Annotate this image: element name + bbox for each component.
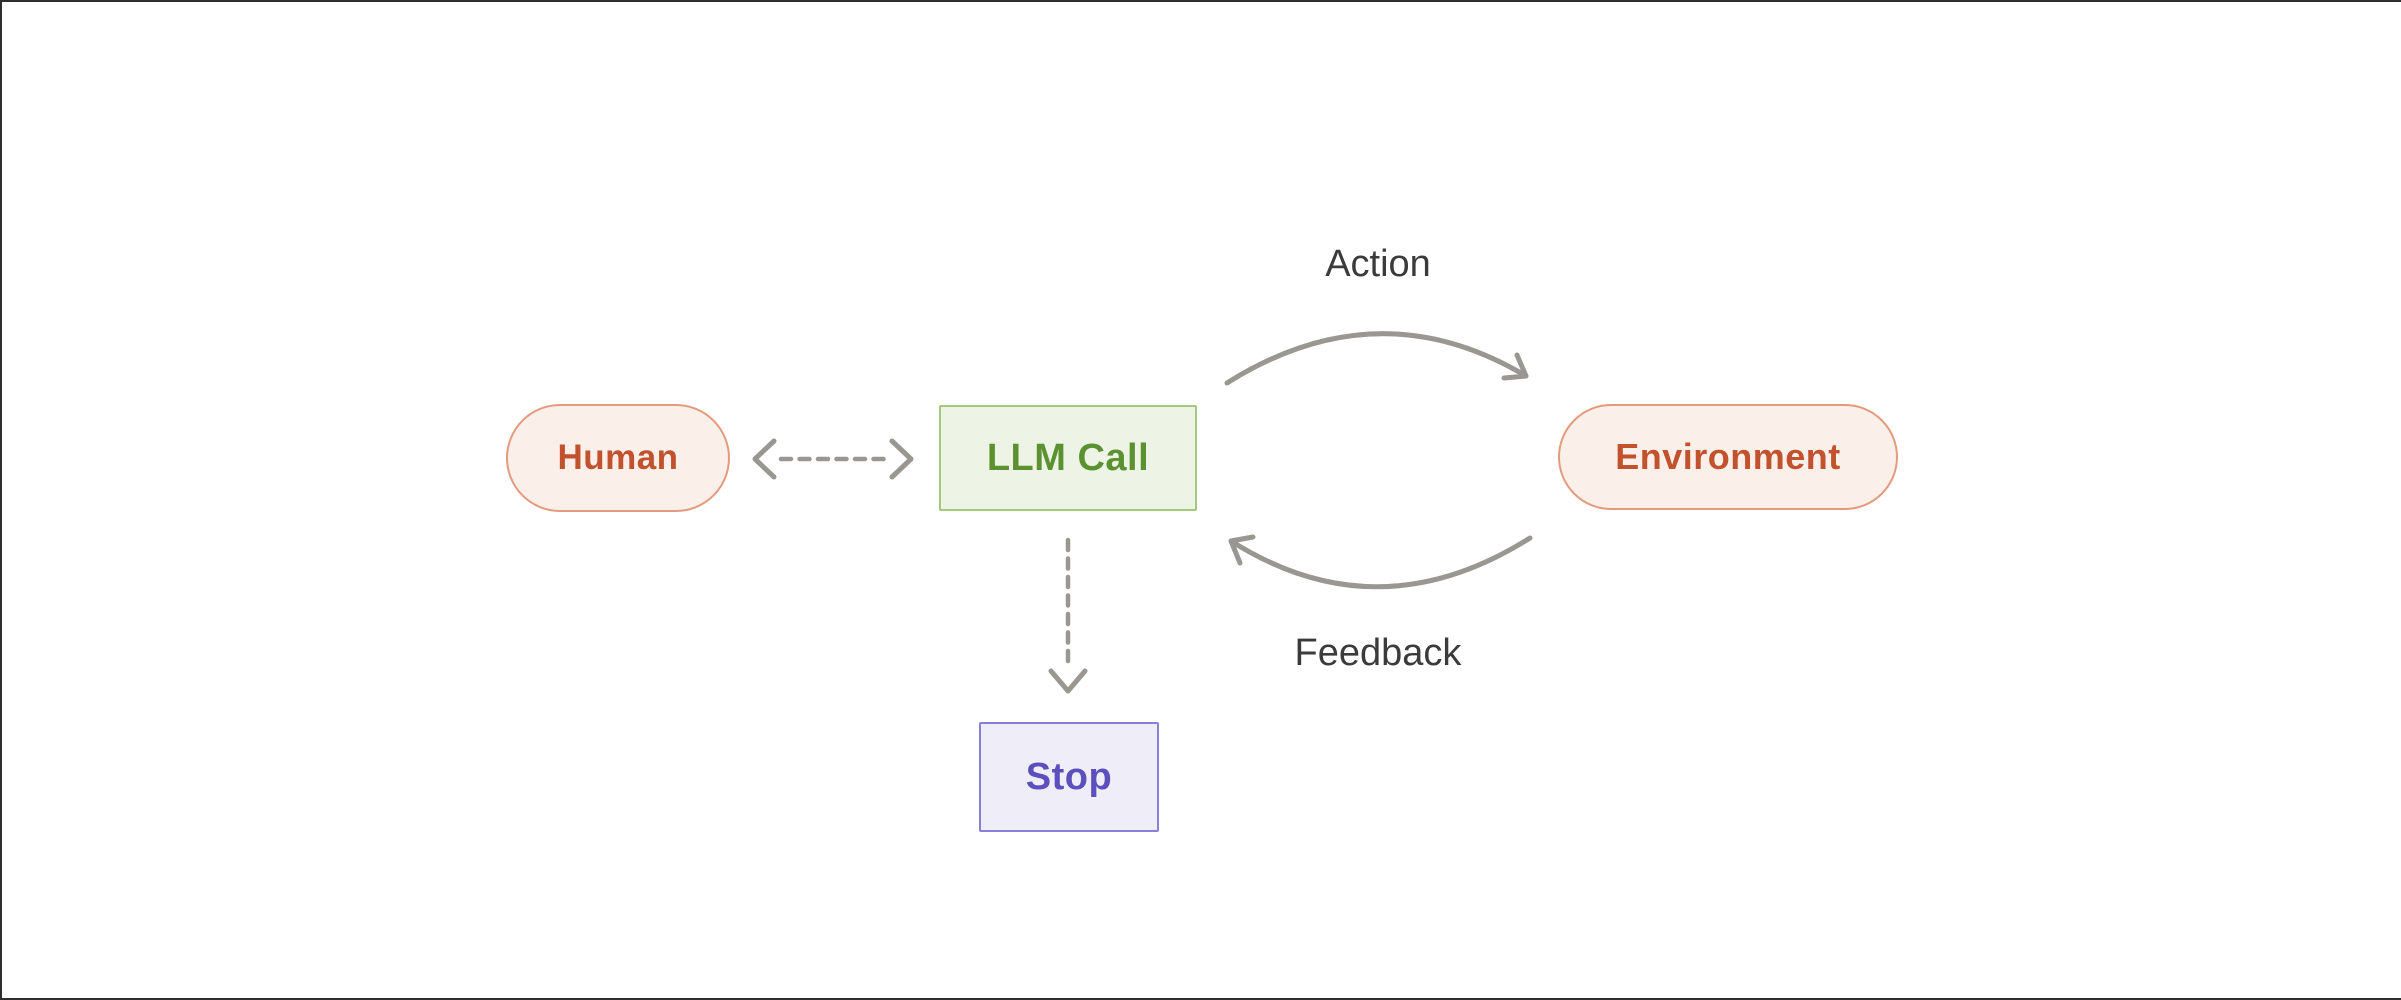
human-llm-arrowhead-left bbox=[752, 438, 777, 480]
node-llm-call: LLM Call bbox=[939, 405, 1197, 511]
human-llm-arrowhead-right bbox=[889, 438, 914, 480]
feedback-arrowhead bbox=[1228, 534, 1256, 566]
action-arrowhead bbox=[1501, 352, 1529, 381]
llm-stop-arrowhead bbox=[1048, 668, 1088, 694]
node-stop-label: Stop bbox=[1025, 755, 1113, 798]
frame-border-bottom bbox=[0, 998, 2401, 1000]
node-stop: Stop bbox=[979, 722, 1159, 832]
node-human-label: Human bbox=[557, 438, 679, 477]
action-edge-label: Action bbox=[1325, 243, 1431, 285]
node-llm-call-label: LLM Call bbox=[986, 436, 1150, 479]
frame-border-top bbox=[0, 0, 2401, 2]
node-environment: Environment bbox=[1558, 404, 1898, 510]
frame-border-left bbox=[0, 0, 2, 1000]
node-environment-label: Environment bbox=[1615, 436, 1841, 477]
feedback-edge-label: Feedback bbox=[1294, 632, 1462, 674]
node-human: Human bbox=[506, 404, 730, 512]
feedback-arrow bbox=[1228, 535, 1533, 590]
action-arrow bbox=[1224, 331, 1529, 386]
